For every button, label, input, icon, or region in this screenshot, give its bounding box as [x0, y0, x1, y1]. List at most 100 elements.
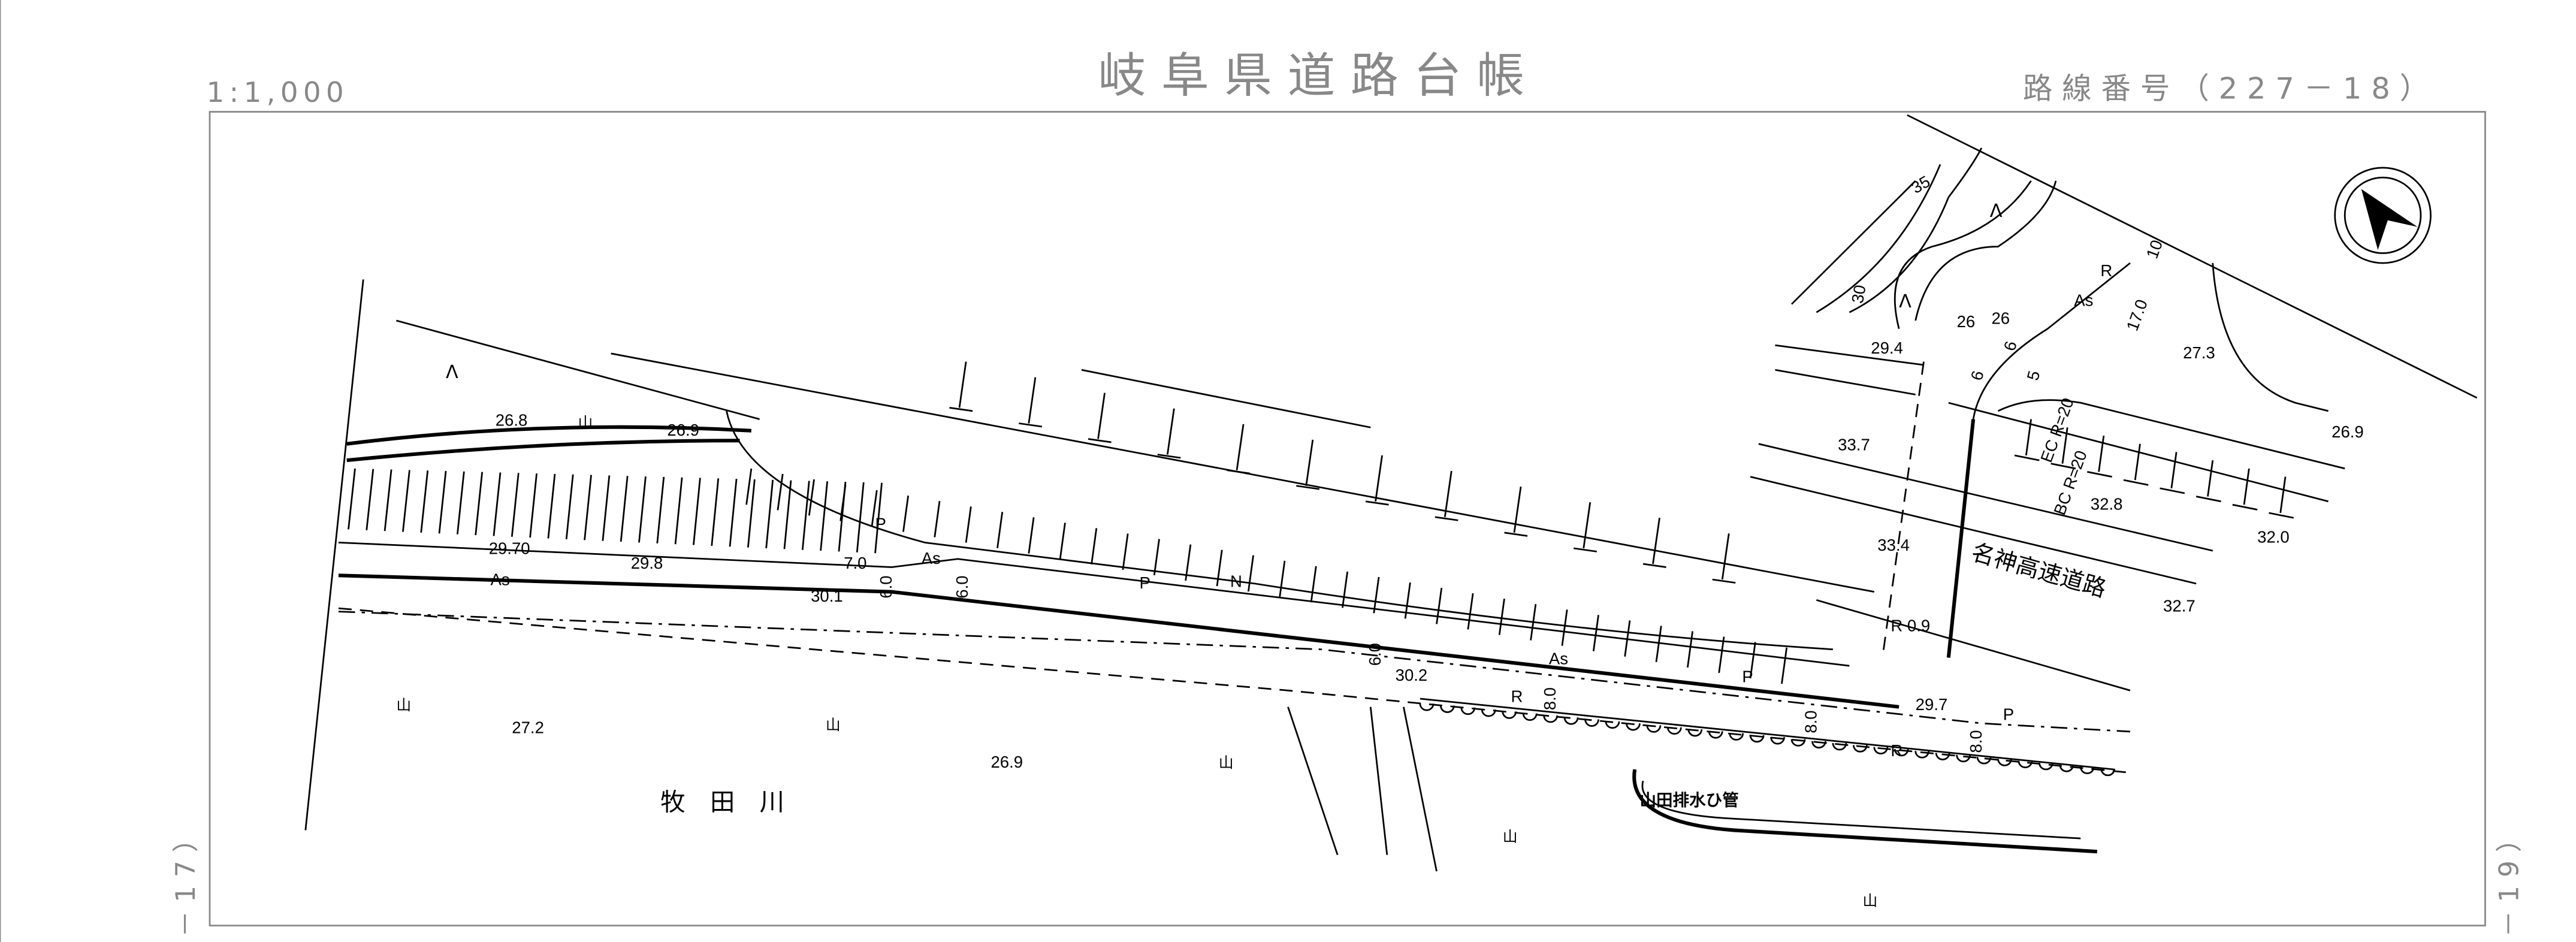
- slope-hachure: [729, 479, 738, 547]
- retaining-wall-arc: [1460, 707, 1476, 715]
- width-6: 6: [1967, 369, 1988, 382]
- contour-35: 35: [1908, 172, 1933, 197]
- curb-n: N: [1230, 572, 1242, 590]
- cut-slope-symbol: [1574, 502, 1597, 552]
- retaining-wall-arc: [2038, 762, 2053, 771]
- radius-0-9: R 0.9: [1891, 617, 1930, 635]
- contour: [1914, 180, 2057, 321]
- wasteland-symbol: Λ: [1899, 291, 1911, 312]
- slope-hachure: [348, 468, 356, 530]
- pavement-as: As: [2074, 291, 2093, 309]
- slope-hachure: [456, 471, 465, 535]
- drain-pipe-inner: [1641, 780, 2081, 840]
- slope-hachure: [656, 476, 665, 544]
- slope-hachure: [565, 474, 574, 539]
- slope-hachure: [1247, 555, 1254, 592]
- retaining-wall-arc: [1584, 719, 1599, 727]
- retaining-wall-arc: [1687, 729, 1703, 737]
- slope-hachure: [1592, 615, 1599, 651]
- cut-slope-symbol: [2196, 460, 2221, 503]
- retaining-wall-arc: [1832, 742, 1847, 751]
- river-name: 牧 田 川: [660, 788, 784, 817]
- retaining-wall-arc: [1894, 748, 1909, 757]
- elev-27-2: 27.2: [512, 718, 544, 737]
- pavement-as: As: [1549, 649, 1568, 668]
- elev-30-1: 30.1: [811, 587, 843, 605]
- slope-hachure: [1718, 636, 1725, 674]
- ramp-edge: [1775, 344, 1924, 366]
- expressway-lane: [1750, 476, 2197, 585]
- slope-hachure: [1185, 544, 1192, 581]
- elev-30-2: 30.2: [1396, 666, 1428, 684]
- ramp-edge-east: [1997, 399, 2345, 470]
- slope-hachure: [511, 473, 520, 537]
- mountain-symbol: 山: [578, 413, 593, 431]
- expressway-lane: [1758, 443, 2213, 552]
- levee-line: [346, 439, 740, 463]
- elev-26-9: 26.9: [990, 753, 1023, 771]
- slope-hachure: [996, 512, 1004, 548]
- map-labels: 26.8 26.9 29.70 29.8 As 30.1 7.0 6.0 As …: [396, 172, 2363, 910]
- slope-hachure: [783, 480, 792, 550]
- elev-26-9: 26.9: [667, 421, 699, 439]
- slope-hachure: [1373, 576, 1380, 614]
- road-edge-north: [338, 541, 1850, 667]
- slope-hachure: [1342, 571, 1349, 608]
- curb-p: P: [875, 514, 886, 533]
- slope-hachure: [1122, 533, 1129, 570]
- river-wall: [1420, 698, 2114, 771]
- slope-hachure: [1279, 560, 1286, 597]
- retaining-wall-arc: [1543, 715, 1559, 723]
- access-road: [1946, 419, 1976, 658]
- width-6: 6: [2000, 339, 2021, 353]
- elev-33-7: 33.7: [1838, 436, 1870, 454]
- slope-hachure: [366, 469, 375, 530]
- retaining-wall-arc: [1749, 735, 1765, 743]
- scale-label: 1:1,000: [206, 77, 349, 109]
- slope-hachure: [801, 481, 810, 550]
- slope-hachure: [529, 473, 537, 538]
- width-8-0: 8.0: [1801, 710, 1820, 733]
- width-6-0: 6.0: [953, 575, 971, 598]
- channel-right-2: [1403, 707, 1438, 872]
- slope-hachure: [584, 475, 592, 541]
- slope-hachure: [693, 478, 701, 545]
- cut-slope-symbol: [1296, 439, 1320, 490]
- retaining-wall-arc: [2079, 766, 2095, 774]
- slope-hachure: [965, 506, 972, 543]
- cut-slope-symbol: [1435, 470, 1458, 521]
- slope-hachure: [711, 478, 720, 546]
- slope-hachure: [745, 468, 753, 505]
- slope-hachure: [1153, 539, 1160, 576]
- slope-hachure: [874, 482, 883, 554]
- retaining-wall-arc: [1502, 711, 1517, 719]
- slope-hachure: [602, 475, 611, 541]
- slope-hachure: [1561, 609, 1568, 646]
- contour: [1894, 180, 2032, 330]
- channel-left: [1287, 707, 1339, 856]
- route-number: 路 線 番 号 （ 2 2 7 － 1 8 ）: [2023, 71, 2429, 106]
- slope-hachure: [1059, 523, 1066, 559]
- cut-slope-symbol: [1227, 424, 1251, 475]
- retaining-wall-arc: [2018, 760, 2033, 768]
- cut-slope-symbol: [2232, 468, 2258, 511]
- cut-slope-symbol: [2050, 427, 2076, 470]
- slope-hachure: [420, 470, 429, 533]
- cut-slope-symbol: [2269, 476, 2294, 519]
- width-8-0: 8.0: [1967, 730, 1985, 753]
- drain-pipe: [1632, 769, 2098, 854]
- pavement-as: As: [490, 570, 509, 589]
- slope-hachure: [1498, 598, 1505, 635]
- cut-slope-symbol: [2160, 452, 2185, 494]
- retaining-wall-arc: [1646, 725, 1662, 733]
- north-arrow-icon: [2334, 167, 2432, 264]
- retaining-wall-arc: [2100, 768, 2116, 777]
- slope-hachure: [1404, 582, 1411, 619]
- width-5: 5: [2023, 369, 2043, 382]
- mountain-symbol: 山: [826, 716, 841, 733]
- width-6-0: 6.0: [877, 575, 895, 598]
- road-centerline: [338, 611, 2131, 733]
- slope-hachure: [547, 473, 556, 539]
- left-adjacent-sheet: － 1 7 ）: [171, 826, 201, 937]
- slope-hachure: [777, 473, 784, 511]
